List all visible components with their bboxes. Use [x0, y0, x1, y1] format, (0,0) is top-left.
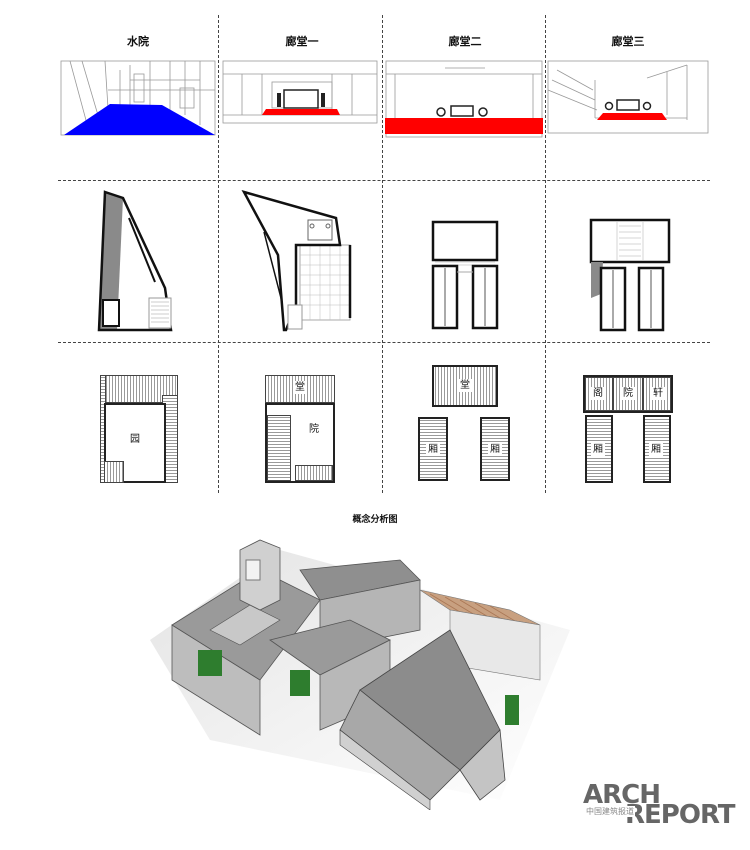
label-wing-left: 厢 — [591, 443, 605, 456]
label-wing-right: 厢 — [488, 443, 502, 456]
divider-vertical-2 — [382, 15, 383, 493]
divider-vertical-1 — [218, 15, 219, 493]
logo-chinese: 中国建筑报道 — [585, 806, 635, 817]
plan-hall-one — [241, 190, 352, 332]
label-pavilion: 阁 — [591, 387, 605, 400]
diagram-hatch-left — [267, 415, 291, 481]
diagram-hatch-bottom — [295, 465, 333, 481]
logo-report: REPORT — [625, 800, 736, 830]
label-hall: 堂 — [458, 379, 472, 392]
plan-water-court — [97, 190, 173, 332]
wing-right-outline — [643, 415, 671, 483]
header-hall-three: 廊堂三 — [611, 35, 645, 48]
divider-vertical-3 — [545, 15, 546, 493]
archreport-logo: ARCH REPORT 中国建筑报道 — [583, 782, 743, 832]
divider-horizontal-1 — [58, 180, 710, 181]
figure-caption: 概念分析图 — [352, 515, 398, 525]
carpet — [262, 109, 340, 115]
diagram-hatch-hall — [265, 375, 335, 403]
diagram-hall-three: 阁 院 轩 厢 厢 — [583, 375, 678, 485]
label-hall: 堂 — [293, 381, 307, 394]
label-court: 院 — [307, 423, 321, 436]
carpet — [385, 118, 543, 134]
plan-hall-two — [431, 220, 499, 330]
label-garden: 园 — [128, 433, 142, 446]
wing-right-outline — [480, 417, 510, 481]
header-water-court: 水院 — [127, 35, 149, 48]
diagram-hatch-corner — [104, 461, 124, 483]
divider-horizontal-2 — [58, 342, 710, 343]
perspective-hall-two — [385, 60, 543, 138]
label-wing-left: 厢 — [426, 443, 440, 456]
diagram-hall-two: 堂 厢 厢 — [418, 365, 518, 485]
perspective-water-court — [60, 60, 216, 136]
label-veranda: 轩 — [651, 387, 665, 400]
wing-left-outline — [418, 417, 448, 481]
axonometric-model — [150, 539, 570, 810]
label-court: 院 — [621, 387, 635, 400]
water-surface — [64, 104, 215, 135]
perspective-hall-one — [222, 60, 378, 124]
logo-arch: ARCH — [583, 780, 661, 810]
diagram-hall-one: 堂 院 — [265, 375, 337, 485]
header-hall-one: 廊堂一 — [285, 35, 319, 48]
diagram-water-court: 园 — [100, 375, 180, 485]
label-wing-right: 厢 — [649, 443, 663, 456]
hall-room — [432, 365, 498, 407]
perspective-hall-three — [547, 60, 709, 134]
carpet — [597, 113, 667, 120]
plan-hall-three — [589, 218, 671, 332]
header-hall-two: 廊堂二 — [448, 35, 482, 48]
wing-left-outline — [585, 415, 613, 483]
